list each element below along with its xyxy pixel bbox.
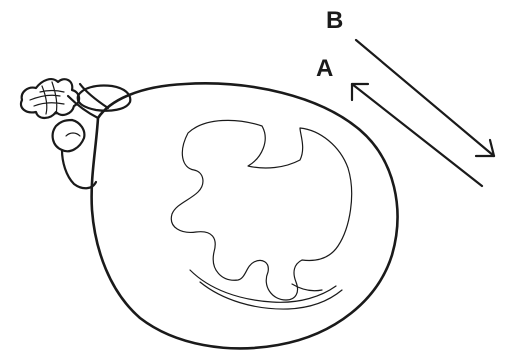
label-a: A: [316, 55, 333, 82]
arrow-a: [352, 84, 482, 186]
balloon-highlight: [171, 120, 351, 309]
balloon: [92, 83, 398, 348]
label-b: B: [326, 7, 343, 34]
balloon-knot: [21, 79, 108, 118]
arrow-b: [356, 40, 494, 156]
